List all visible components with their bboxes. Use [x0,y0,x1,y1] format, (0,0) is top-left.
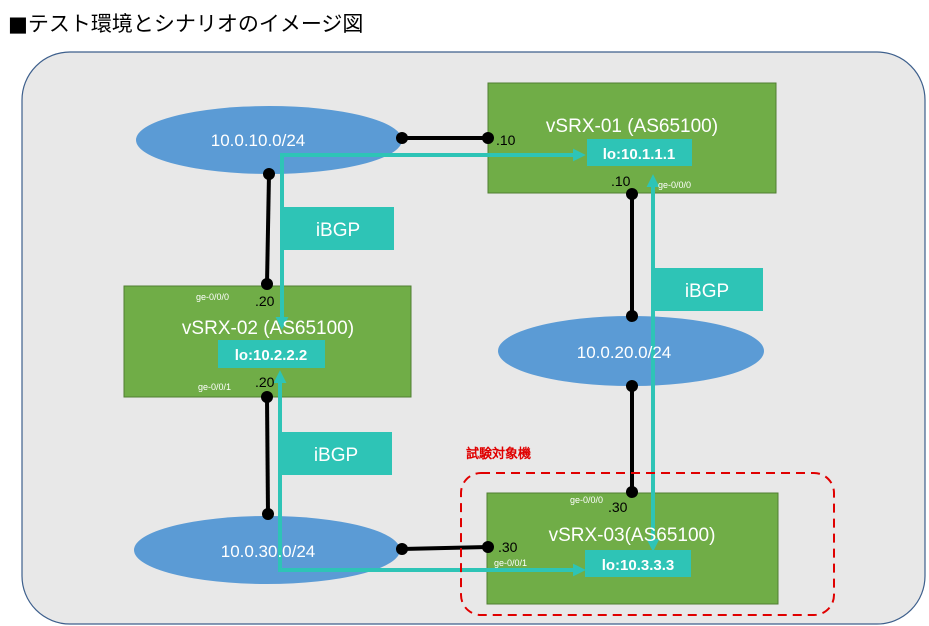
link-endpoint [396,132,408,144]
address-label: .30 [608,499,628,515]
link-endpoint [396,543,408,555]
link-endpoint [626,380,638,392]
ibgp-label: iBGP [314,445,358,466]
link-endpoint [626,188,638,200]
link-net3-r3 [401,545,489,551]
loopback-box [585,550,691,577]
link-endpoint [482,541,494,553]
interface-label: ge-0/0/1 [198,382,231,392]
loopback-box [587,139,692,166]
router-name: vSRX-03(AS65100) [549,525,716,546]
address-label: .10 [611,173,631,189]
interface-label: ge-0/0/0 [196,292,229,302]
address-label: .10 [496,132,516,148]
ibgp-label: iBGP [685,281,729,302]
test-target-label: 試験対象機 [466,446,531,462]
network-10-0-20-0[interactable] [498,316,764,386]
address-label: .30 [498,539,518,555]
ibgp-path-r2-r3 [273,370,586,577]
interface-label: ge-0/0/0 [570,495,603,505]
router-name: vSRX-01 (AS65100) [546,116,718,137]
network-label: 10.0.10.0/24 [211,131,306,150]
link-endpoint [626,310,638,322]
interface-label: ge-0/0/0 [658,180,691,190]
link-endpoint [261,391,273,403]
network-label: 10.0.30.0/24 [221,542,316,561]
interface-label: ge-0/0/1 [494,558,527,568]
network-label: 10.0.20.0/24 [577,343,672,362]
address-label: .20 [255,293,275,309]
ibgp-label: iBGP [316,220,360,241]
diagram-panel [21,51,926,625]
ibgp-label-box [282,207,394,250]
link-endpoint [626,486,638,498]
address-label: .20 [255,374,275,390]
loopback-label: lo:10.1.1.1 [603,146,676,163]
router-vsrx-01[interactable] [487,82,777,194]
loopback-label: lo:10.2.2.2 [235,347,308,364]
ibgp-label-box [651,268,763,311]
link-endpoint [263,168,275,180]
link-net3-r2 [265,396,270,515]
link-endpoint [262,508,274,520]
router-vsrx-03[interactable] [486,492,779,605]
ibgp-label-box [281,432,392,475]
loopback-label: lo:10.3.3.3 [602,557,675,574]
ibgp-path-r2-r1 [275,148,586,330]
page-title: ■テスト環境とシナリオのイメージ図 [8,12,364,36]
test-target-highlight [460,472,835,616]
link-endpoint [261,278,273,290]
loopback-box [218,340,325,368]
link-net1-r2 [265,173,271,285]
link-endpoint [482,132,494,144]
router-name: vSRX-02 (AS65100) [182,318,354,339]
